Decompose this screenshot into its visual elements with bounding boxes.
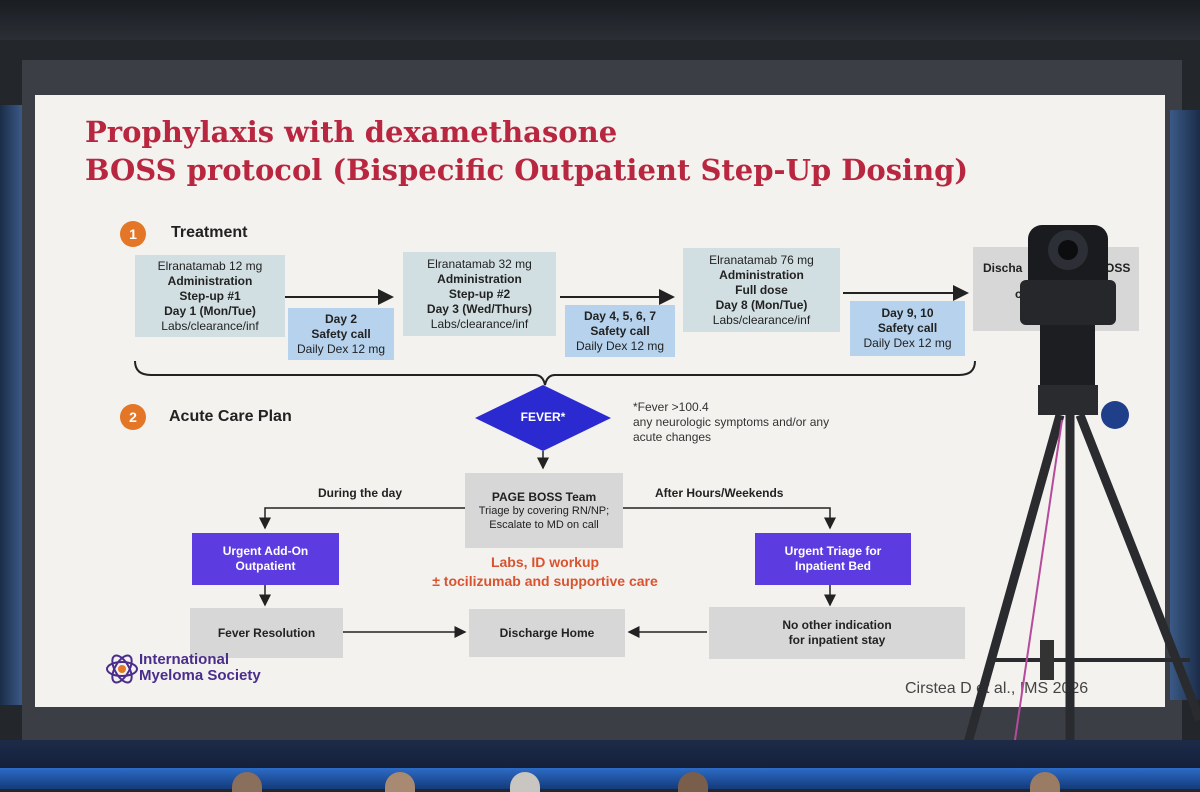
dose1-day: Day 1 (Mon/Tue) xyxy=(164,303,256,318)
audience-head xyxy=(1030,772,1060,792)
dose2-drug: Elranatamab 32 mg xyxy=(427,256,532,271)
fever-resolution-box: Fever Resolution xyxy=(190,608,343,658)
logo-line2: Myeloma Society xyxy=(139,667,261,684)
safety-call-day-2: Day 2 Safety call Daily Dex 12 mg xyxy=(288,308,394,360)
dose-box-step-up-2: Elranatamab 32 mg Administration Step-up… xyxy=(403,252,556,336)
dose3-day: Day 8 (Mon/Tue) xyxy=(715,297,808,312)
labs-line2: ± tocilizumab and supportive care xyxy=(432,573,658,589)
fever-note-line2: any neurologic symptoms and/or any xyxy=(633,415,830,429)
dose1-drug: Elranatamab 12 mg xyxy=(157,258,263,273)
no-other-line1: No other indication xyxy=(782,618,892,632)
ims-logo-icon xyxy=(106,654,138,684)
left-led-panel xyxy=(0,105,22,705)
page-boss-team-box: PAGE BOSS Team Triage by covering RN/NP;… xyxy=(465,473,623,548)
audience-head xyxy=(385,772,415,792)
discharge-home-box: Discharge Home xyxy=(469,609,625,657)
call2-label: Safety call xyxy=(590,323,650,338)
call1-day: Day 2 xyxy=(324,311,358,326)
call1-dex: Daily Dex 12 mg xyxy=(296,341,386,356)
labs-workup-text: Labs, ID workup ± tocilizumab and suppor… xyxy=(400,553,690,591)
right-led-panel xyxy=(1170,110,1200,700)
dose1-labs: Labs/clearance/inf xyxy=(161,318,259,333)
page-team-line2: Triage by covering RN/NP; xyxy=(478,504,610,517)
urgent-triage-line1: Urgent Triage for xyxy=(784,544,882,558)
no-other-line2: for inpatient stay xyxy=(788,633,886,647)
urgent-triage-line2: Inpatient Bed xyxy=(794,559,871,573)
urgent-addon-line2: Outpatient xyxy=(235,559,296,573)
labs-line1: Labs, ID workup xyxy=(490,554,600,570)
dose3-admin: Administration xyxy=(719,267,804,282)
logo-line1: International xyxy=(139,651,230,668)
dose1-admin: Administration xyxy=(167,273,253,288)
call1-label: Safety call xyxy=(311,326,371,341)
call2-day: Day 4, 5, 6, 7 xyxy=(583,308,657,323)
urgent-addon-line1: Urgent Add-On xyxy=(222,544,309,558)
call3-dex: Daily Dex 12 mg xyxy=(863,336,952,350)
page-team-title: PAGE BOSS Team xyxy=(491,489,597,504)
slide-title-line1: Prophylaxis with dexamethasone xyxy=(85,115,618,149)
safety-call-day-4-7: Day 4, 5, 6, 7 Safety call Daily Dex 12 … xyxy=(565,305,675,357)
discharge-fragment-2: OSS xyxy=(1105,261,1131,275)
discharge-fragment-1: Discha xyxy=(983,261,1023,275)
section-1-badge: 1 xyxy=(120,221,146,247)
dose2-day: Day 3 (Wed/Thurs) xyxy=(426,301,533,316)
presentation-slide: Prophylaxis with dexamethasone BOSS prot… xyxy=(35,95,1165,707)
citation: Cirstea D et al., IMS 2026 xyxy=(905,680,1089,697)
dose3-drug: Elranatamab 76 mg xyxy=(709,252,814,267)
page-team-line3: Escalate to MD on call xyxy=(489,518,599,531)
no-other-indication-box: No other indication for inpatient stay xyxy=(709,607,965,659)
dose1-step: Step-up #1 xyxy=(179,288,241,303)
fever-label: FEVER* xyxy=(520,410,566,424)
dose3-full: Full dose xyxy=(735,282,788,297)
fever-note: *Fever >100.4 any neurologic symptoms an… xyxy=(633,400,829,445)
audience-head xyxy=(678,772,708,792)
dose-box-step-up-1: Elranatamab 12 mg Administration Step-up… xyxy=(135,255,285,337)
slide-title-line2: BOSS protocol (Bispecific Outpatient Ste… xyxy=(85,153,969,187)
safety-call-day-9-10: Day 9, 10 Safety call Daily Dex 12 mg xyxy=(850,301,965,356)
after-hours-label: After Hours/Weekends xyxy=(655,486,784,500)
treatment-heading: Treatment xyxy=(171,224,248,241)
dose2-labs: Labs/clearance/inf xyxy=(430,316,529,331)
audience-head xyxy=(510,772,540,792)
section-2-badge: 2 xyxy=(120,404,146,430)
urgent-triage-box: Urgent Triage for Inpatient Bed xyxy=(755,533,911,585)
dose3-labs: Labs/clearance/inf xyxy=(712,312,811,327)
call2-dex: Daily Dex 12 mg xyxy=(575,338,665,353)
audience-head xyxy=(232,772,262,792)
dose2-admin: Administration xyxy=(437,271,522,286)
fever-diamond-shape xyxy=(475,385,611,451)
ceiling-band xyxy=(0,0,1200,40)
ims-logo-text: International Myeloma Society xyxy=(139,652,261,684)
acute-care-heading: Acute Care Plan xyxy=(169,408,292,425)
call3-label: Safety call xyxy=(877,321,938,335)
fever-note-line1: *Fever >100.4 xyxy=(633,400,709,414)
urgent-addon-box: Urgent Add-On Outpatient xyxy=(192,533,339,585)
dose-box-full-dose: Elranatamab 76 mg Administration Full do… xyxy=(683,248,840,332)
during-day-label: During the day xyxy=(318,486,403,500)
connector-lines xyxy=(134,285,976,638)
fever-note-line3: acute changes xyxy=(633,430,712,444)
stage-edge xyxy=(0,768,1200,789)
call3-day: Day 9, 10 xyxy=(881,306,934,320)
dose2-step: Step-up #2 xyxy=(448,286,511,301)
